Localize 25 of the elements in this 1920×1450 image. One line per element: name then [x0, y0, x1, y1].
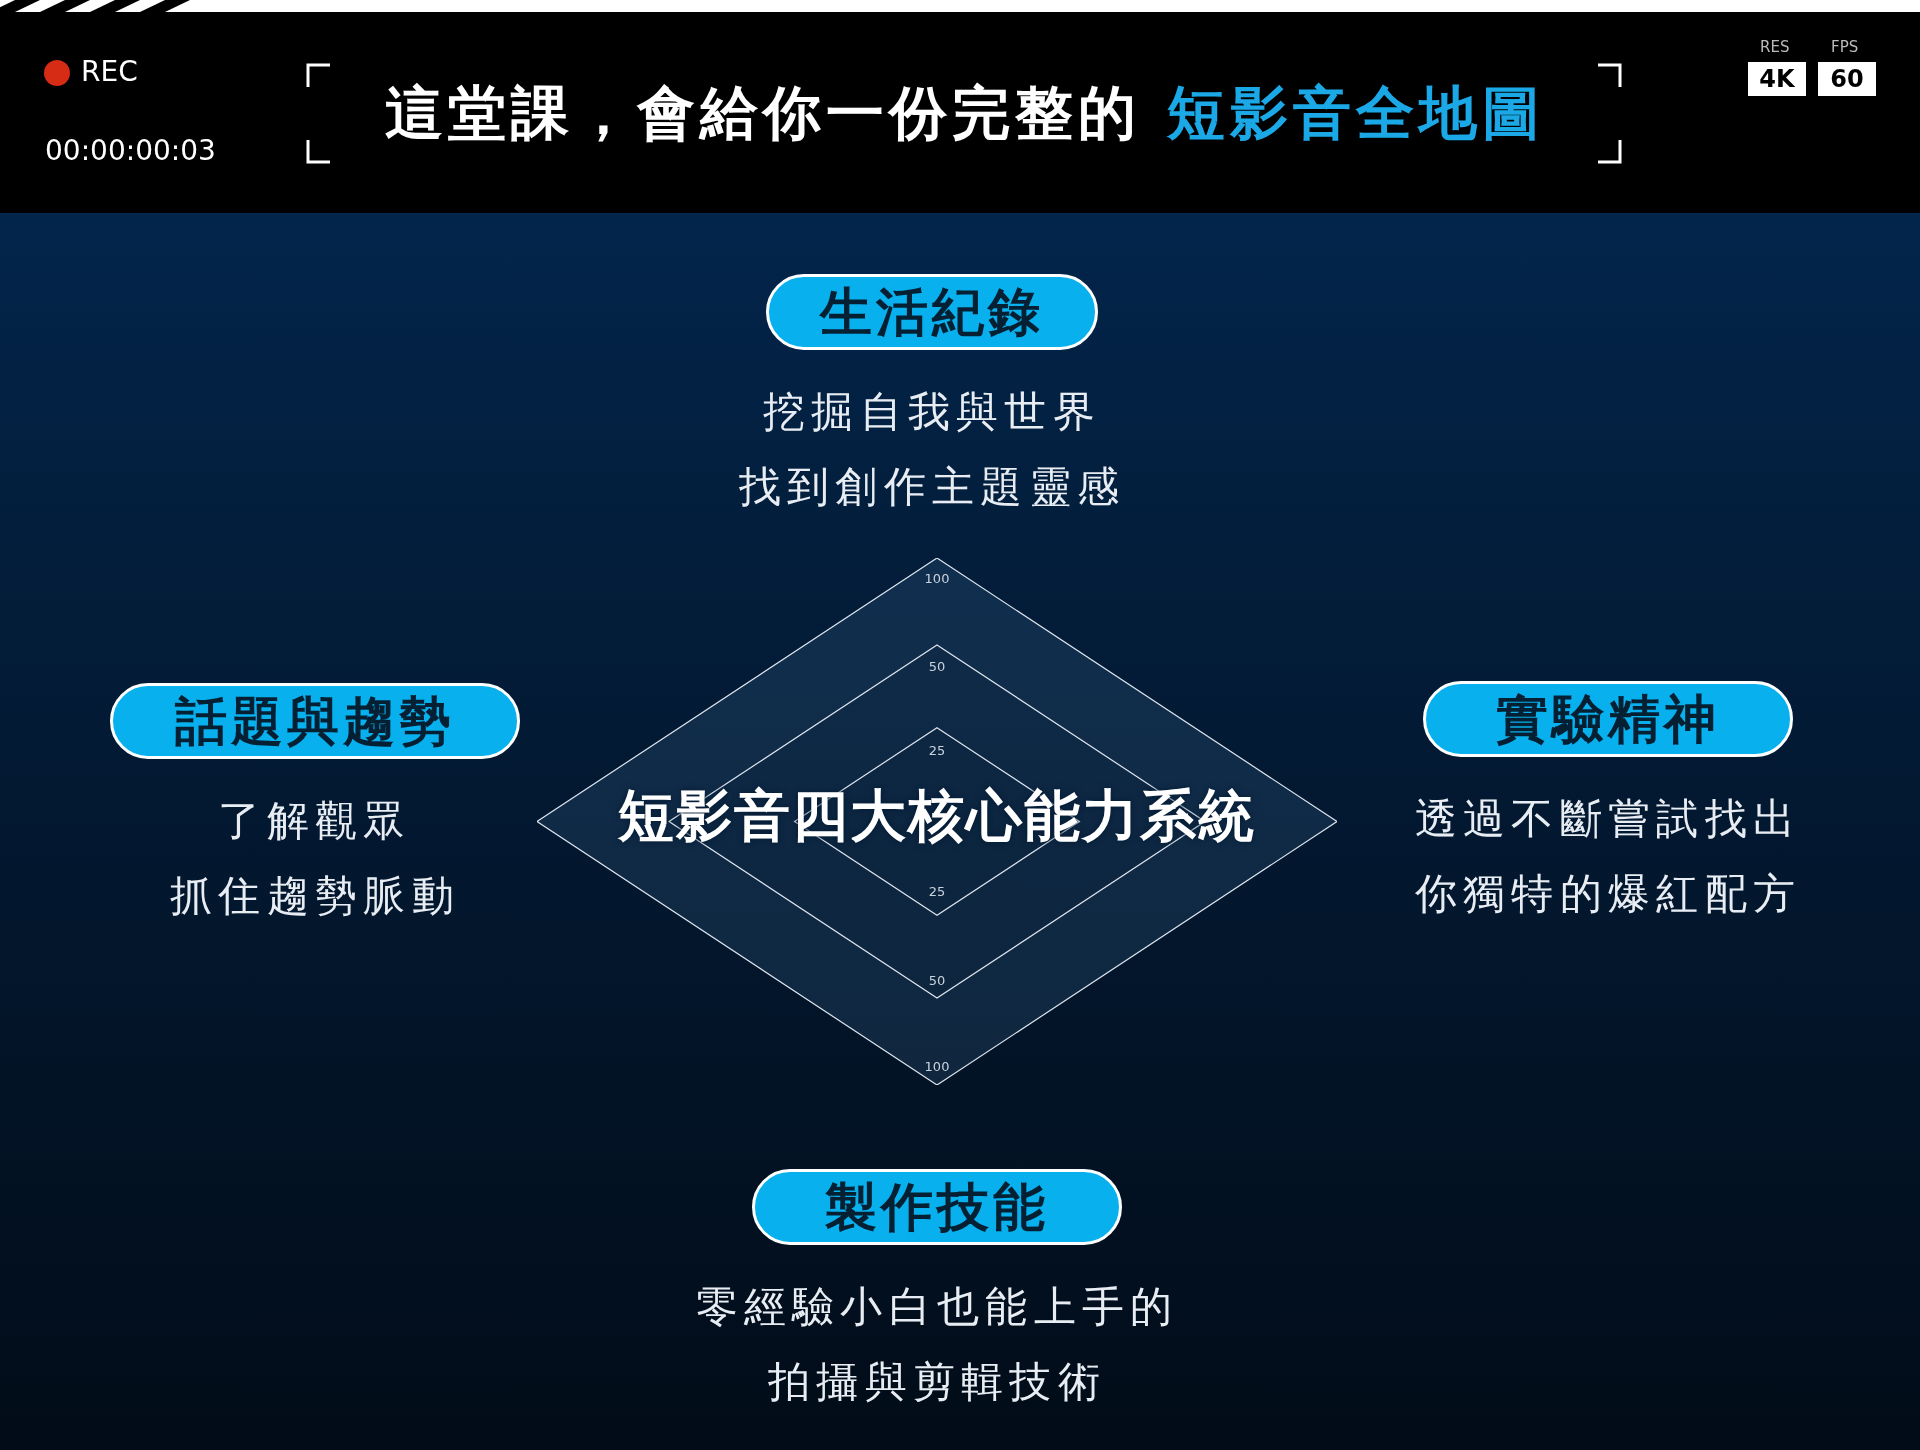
scale-value: 25: [928, 883, 946, 899]
description-line: 挖掘自我與世界: [762, 386, 1102, 438]
scale-value: 100: [924, 1058, 950, 1074]
heading-pill: 話題與趨勢: [110, 683, 520, 759]
scale-value: 50: [928, 658, 946, 674]
fps-badge: 60: [1818, 62, 1876, 96]
description-line: 了解觀眾: [218, 795, 412, 847]
heading-pill: 實驗精神: [1423, 681, 1793, 757]
description-line: 拍攝與剪輯技術: [767, 1356, 1107, 1408]
description-line: 你獨特的爆紅配方: [1414, 868, 1802, 920]
heading-pill: 製作技能: [752, 1169, 1122, 1245]
description-line: 零經驗小白也能上手的: [695, 1281, 1179, 1333]
description-line: 找到創作主題靈感: [738, 461, 1126, 513]
scale-value: 50: [928, 972, 946, 988]
rec-label: REC: [81, 54, 138, 90]
scale-value: 25: [928, 742, 946, 758]
description-line: 透過不斷嘗試找出: [1414, 793, 1802, 845]
description-line: 抓住趨勢脈動: [170, 870, 460, 922]
scale-value: 100: [924, 570, 950, 586]
fps-caption: FPS: [1831, 38, 1859, 56]
res-badge: 4K: [1748, 62, 1806, 96]
heading-pill: 生活紀錄: [766, 274, 1098, 350]
title: 這堂課，會給你一份完整的 短影音全地圖: [384, 78, 1546, 149]
res-caption: RES: [1760, 38, 1790, 56]
timecode: 00:00:00:03: [45, 133, 216, 169]
